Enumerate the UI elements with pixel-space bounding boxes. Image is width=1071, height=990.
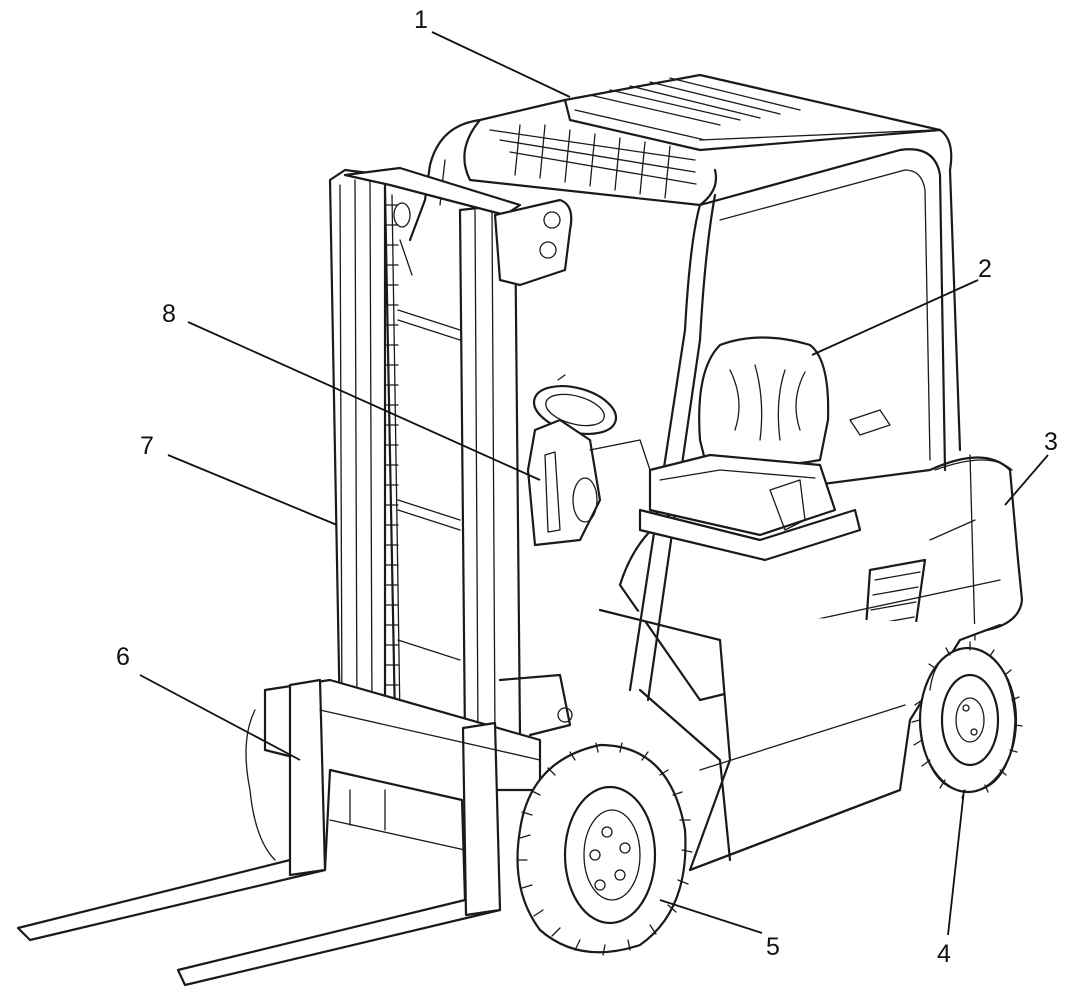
leader-line-1 bbox=[431, 31, 571, 98]
callout-2: 2 bbox=[978, 255, 992, 283]
callout-1: 1 bbox=[414, 6, 428, 34]
leader-line-7 bbox=[167, 454, 338, 526]
seat bbox=[638, 336, 891, 562]
steering-column bbox=[526, 374, 651, 547]
leader-line-2 bbox=[811, 279, 979, 356]
leader-line-8 bbox=[187, 321, 541, 481]
callout-5: 5 bbox=[766, 933, 780, 961]
leader-lines bbox=[139, 31, 1049, 936]
front-wheel bbox=[516, 742, 693, 956]
callout-8: 8 bbox=[162, 300, 176, 328]
callout-3: 3 bbox=[1044, 428, 1058, 456]
callout-4: 4 bbox=[937, 940, 951, 968]
leader-line-5 bbox=[659, 899, 763, 934]
callout-6: 6 bbox=[116, 643, 130, 671]
callout-labels: 1 2 3 4 5 6 7 8 bbox=[116, 6, 1058, 968]
leader-line-3 bbox=[1004, 454, 1049, 506]
rear-wheel bbox=[911, 641, 1023, 799]
leader-line-4 bbox=[947, 789, 965, 936]
mast bbox=[328, 166, 573, 742]
leader-line-6 bbox=[139, 674, 301, 761]
callout-7: 7 bbox=[140, 432, 154, 460]
